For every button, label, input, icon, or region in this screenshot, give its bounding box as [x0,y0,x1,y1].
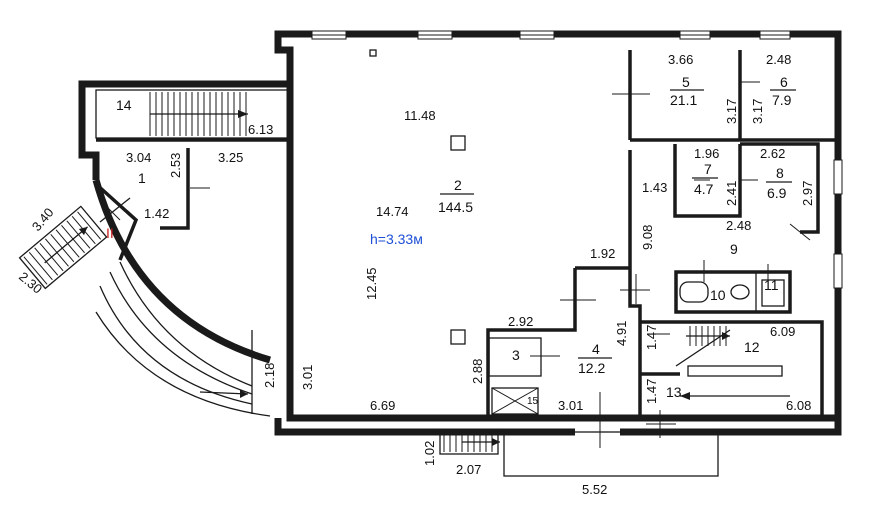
window-6 [833,159,843,195]
interior-walls [486,50,838,418]
dim-1-96: 1.96 [694,146,719,161]
room-11-fixture [761,279,785,307]
outer-wall-main [274,30,842,422]
room-7-number: 7 [704,161,712,177]
room-15-number: 15 [527,396,539,407]
entrance-marker: II [106,225,114,241]
dim-11-48: 11.48 [404,108,436,123]
door-marks [99,81,811,448]
dim-1-92: 1.92 [590,246,615,261]
vestibule-wall [94,182,139,261]
fixtures [679,279,785,307]
ceiling-height: h=3.33м [370,231,423,247]
wall-stair-12 [640,320,824,418]
outer-walls [78,30,842,436]
dim-2-88: 2.88 [470,359,485,384]
dim-12-45: 12.45 [364,267,379,300]
wall-hall-right [628,150,642,418]
entrance-steps [439,431,719,477]
dim-2-41: 2.41 [724,181,739,206]
dim-2-62: 2.62 [760,146,785,161]
dim-3-01-left: 3.01 [300,365,315,390]
room-8-area: 6.9 [767,185,787,201]
outer-wall-room-1 [78,148,100,180]
dim-1-43: 1.43 [642,180,667,195]
curve-wall-inner [92,179,271,364]
room-13-number: 13 [666,384,682,400]
room-labels: 14 1 2 144.5 3 4 12.2 5 21.1 6 7.9 7 4.7… [106,74,796,407]
curved-stairs [18,179,271,417]
stairs-room-14 [95,89,289,139]
stair-tread [77,211,102,240]
stairs-room-12 [675,326,790,400]
windows-top [311,30,843,289]
room-14-number: 14 [116,97,132,113]
dim-2-30: 2.30 [16,269,45,297]
dim-6-13: 6.13 [248,122,273,137]
dim-2-97: 2.97 [800,181,815,206]
room-12-number: 12 [744,339,760,355]
room-4-area: 12.2 [578,360,605,376]
dim-3-17-b: 3.17 [750,99,765,124]
room-2-number: 2 [454,177,462,193]
dim-3-04: 3.04 [126,150,151,165]
dim-1-42: 1.42 [144,206,169,221]
toilet [730,284,750,300]
stair-tread [28,251,53,281]
dim-3-17-a: 3.17 [724,99,739,124]
dim-2-48-mid: 2.48 [726,218,751,233]
dim-14-74: 14.74 [376,204,409,219]
room-3-outline [488,337,542,377]
dim-3-01-bottom: 3.01 [558,398,583,413]
column-mark [369,49,377,57]
dim-2-92: 2.92 [508,314,533,329]
room-7-area: 4.7 [694,181,714,197]
dim-6-08: 6.08 [786,398,811,413]
dim-1-47-b: 1.47 [644,379,659,404]
dim-9-08: 9.08 [640,225,655,250]
room-3-number: 3 [512,347,520,363]
room-9-number: 9 [730,241,738,257]
dim-5-52: 5.52 [582,482,607,497]
room-11-number: 11 [764,277,779,293]
dim-1-47-a: 1.47 [644,325,659,350]
dim-2-18: 2.18 [262,363,277,388]
dim-2-07: 2.07 [456,462,481,477]
dim-4-91: 4.91 [614,321,629,346]
room-6-number: 6 [780,74,788,90]
room-5-number: 5 [682,74,690,90]
room-4-number: 4 [592,341,600,357]
dim-3-66: 3.66 [668,52,693,67]
room-2-area: 144.5 [438,199,473,215]
dim-6-09: 6.09 [770,324,795,339]
room-6-area: 7.9 [772,92,792,108]
dim-2-53: 2.53 [168,153,183,178]
column-1 [450,135,466,151]
room-5-area: 21.1 [670,92,697,108]
room-10-number: 10 [710,287,726,303]
stair-tread [23,256,48,285]
column-2 [450,329,466,345]
dim-3-25: 3.25 [218,150,243,165]
dim-2-48-top: 2.48 [766,52,791,67]
outer-wall-room-14 [78,80,290,148]
room-8-number: 8 [776,165,784,181]
wall-rooms-10-11 [674,270,792,314]
dim-6-69: 6.69 [370,398,395,413]
wall-room-8 [740,142,820,234]
wall-room-1-right [160,148,190,230]
dim-1-02: 1.02 [422,441,437,466]
room-15-outline [491,387,539,415]
room-1-number: 1 [138,170,146,186]
bathtub [679,281,709,303]
window-7 [833,253,843,289]
